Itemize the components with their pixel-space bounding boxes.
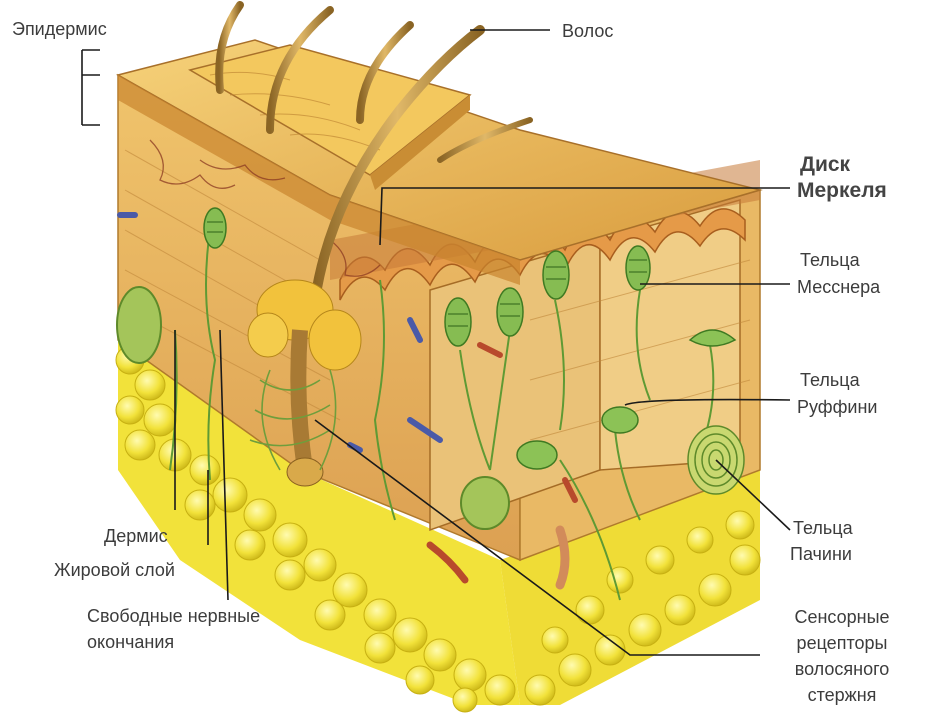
meissner-corpuscles: [203, 207, 651, 347]
label-merkel-line1: Диск: [800, 153, 851, 176]
label-pacini-line1: Тельца: [793, 518, 853, 538]
label-meissner-line1: Тельца: [800, 250, 860, 270]
label-pacini-line2: Пачини: [790, 544, 852, 564]
fat-layer: [115, 340, 761, 713]
pacini-corpuscles: [116, 286, 745, 530]
label-free-nerve-line2: окончания: [87, 632, 175, 652]
label-free-nerve-line1: Свободные нервные: [87, 606, 261, 626]
label-epidermis: Эпидермис: [12, 19, 107, 39]
hair-shafts: [215, 1, 533, 305]
label-meissner-line2: Месснера: [797, 277, 881, 297]
ruffini-corpuscles: [516, 329, 737, 470]
label-sensory-line4: стержня: [807, 685, 877, 705]
blood-vessels: [117, 212, 578, 590]
label-fat-layer: Жировой слой: [54, 560, 175, 580]
label-ruffini-line2: Руффини: [797, 397, 878, 417]
label-sensory-line1: Сенсорные: [794, 607, 890, 627]
label-hair: Волос: [562, 21, 614, 41]
label-sensory-line3: волосяного: [794, 659, 890, 679]
label-merkel-line2: Меркеля: [797, 179, 887, 202]
hair-follicle: [247, 279, 362, 487]
label-ruffini-line1: Тельца: [800, 370, 860, 390]
label-sensory-line2: рецепторы: [796, 633, 888, 653]
nerve-fibres: [169, 229, 715, 601]
label-dermis: Дермис: [104, 526, 168, 546]
leader-lines: [81, 29, 791, 656]
